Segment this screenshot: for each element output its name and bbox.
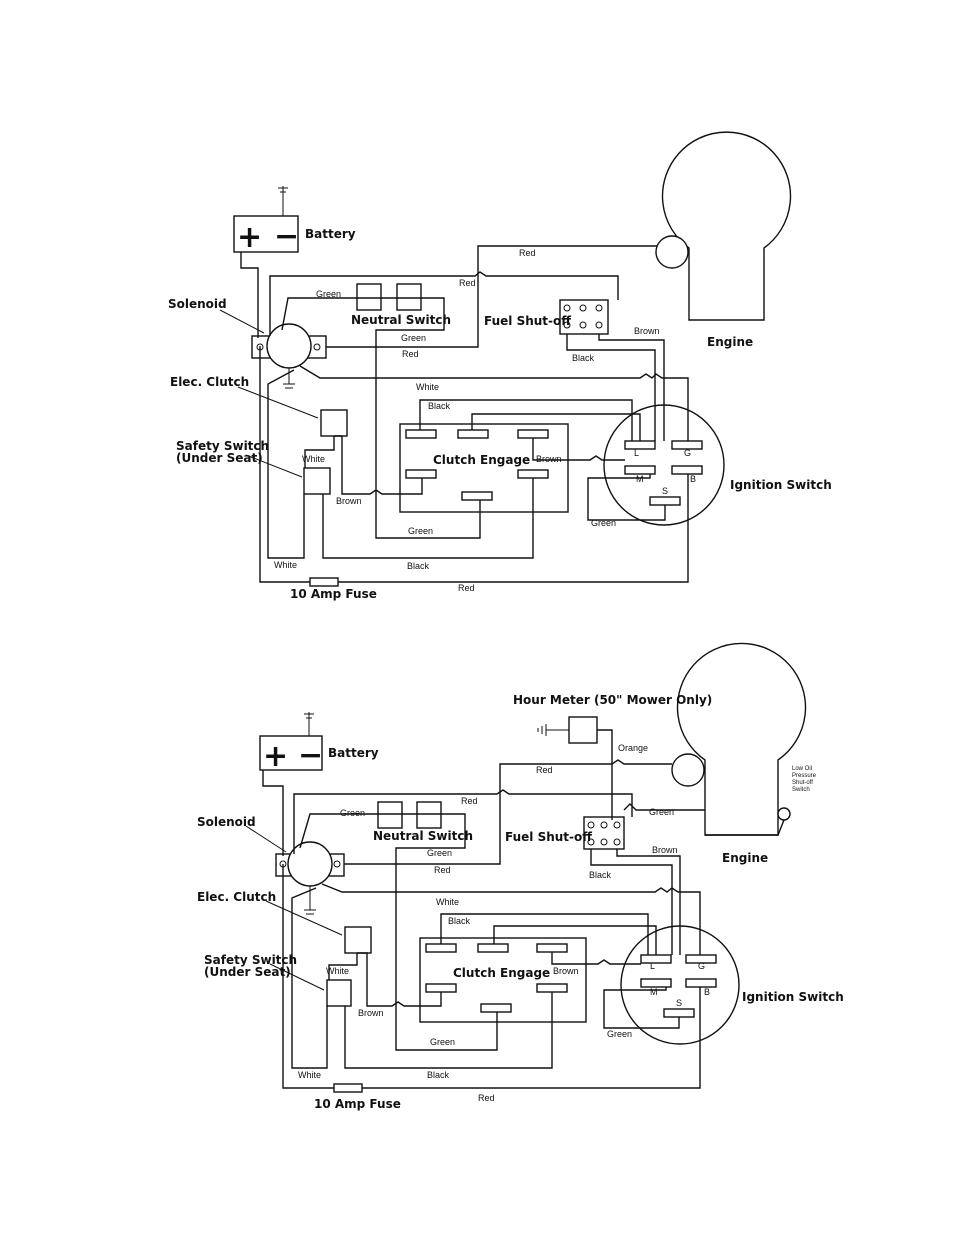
- svg-text:White: White: [274, 560, 297, 570]
- svg-text:Red: Red: [478, 1093, 495, 1103]
- svg-text:B: B: [704, 987, 710, 997]
- engine-terminal: [671, 753, 705, 787]
- safety-switch-sub-label: (Under Seat): [204, 965, 291, 979]
- svg-text:Red: Red: [536, 765, 553, 775]
- neutral-switch-left: [356, 283, 382, 311]
- clutch-engage-label: Clutch Engage: [433, 453, 530, 467]
- svg-text:Pressure: Pressure: [792, 773, 817, 779]
- svg-text:Black: Black: [427, 1070, 450, 1080]
- neutral-switch-label: Neutral Switch: [351, 313, 451, 327]
- svg-text:Red: Red: [519, 248, 536, 258]
- fuse-label: 10 Amp Fuse: [290, 587, 377, 601]
- svg-text:Brown: Brown: [553, 966, 579, 976]
- svg-text:White: White: [302, 454, 325, 464]
- svg-text:Green: Green: [340, 808, 365, 818]
- svg-text:Brown: Brown: [358, 1008, 384, 1018]
- battery: [259, 735, 323, 771]
- svg-text:Red: Red: [458, 583, 475, 593]
- svg-text:+: +: [263, 739, 288, 774]
- svg-text:Red: Red: [434, 865, 451, 875]
- safety-switch: [303, 467, 331, 495]
- svg-text:−: −: [274, 219, 299, 254]
- svg-text:Black: Black: [448, 916, 471, 926]
- svg-text:Low Oil: Low Oil: [792, 766, 812, 772]
- svg-text:+: +: [237, 220, 262, 255]
- svg-text:White: White: [298, 1070, 321, 1080]
- svg-text:Green: Green: [607, 1029, 632, 1039]
- elec-clutch: [344, 926, 372, 954]
- elec-clutch-label: Elec. Clutch: [197, 890, 276, 904]
- svg-text:Black: Black: [589, 870, 612, 880]
- svg-text:L: L: [634, 448, 639, 458]
- clutch-engage-label: Clutch Engage: [453, 966, 550, 980]
- svg-text:L: L: [650, 961, 655, 971]
- svg-text:G: G: [698, 961, 705, 971]
- engine-outline: [676, 642, 807, 836]
- svg-text:Orange: Orange: [618, 743, 648, 753]
- hour-meter-label: Hour Meter (50" Mower Only): [513, 693, 712, 707]
- svg-text:Green: Green: [591, 518, 616, 528]
- elec-clutch: [320, 409, 348, 437]
- svg-text:White: White: [436, 897, 459, 907]
- svg-text:S: S: [676, 998, 682, 1008]
- neutral-switch-left: [377, 801, 403, 829]
- svg-text:White: White: [326, 966, 349, 976]
- svg-text:Green: Green: [408, 526, 433, 536]
- svg-text:Black: Black: [407, 561, 430, 571]
- svg-text:Green: Green: [316, 289, 341, 299]
- svg-text:Shut-off: Shut-off: [792, 780, 813, 786]
- svg-text:Brown: Brown: [336, 496, 362, 506]
- neutral-switch-label: Neutral Switch: [373, 829, 473, 843]
- svg-text:Brown: Brown: [652, 845, 678, 855]
- svg-text:Black: Black: [428, 401, 451, 411]
- svg-text:Green: Green: [649, 807, 674, 817]
- hour-meter: [568, 716, 598, 744]
- fuel-shutoff-label: Fuel Shut-off: [484, 314, 571, 328]
- neutral-switch-right: [396, 283, 422, 311]
- svg-text:Switch: Switch: [792, 787, 810, 793]
- svg-text:S: S: [662, 486, 668, 496]
- safety-switch-label: Safety Switch: [176, 439, 269, 453]
- solenoid-label: Solenoid: [168, 297, 227, 311]
- safety-switch: [326, 979, 352, 1007]
- svg-text:M: M: [650, 987, 658, 997]
- engine-outline: [661, 131, 792, 321]
- neutral-switch-right: [416, 801, 442, 829]
- svg-text:Red: Red: [402, 349, 419, 359]
- solenoid-label: Solenoid: [197, 815, 256, 829]
- safety-switch-label: Safety Switch: [204, 953, 297, 967]
- svg-text:G: G: [684, 448, 691, 458]
- svg-text:White: White: [416, 382, 439, 392]
- ignition-switch-label: Ignition Switch: [742, 990, 844, 1004]
- wiring-diagram-top: + −: [168, 131, 832, 601]
- svg-text:B: B: [690, 474, 696, 484]
- engine-terminal: [655, 235, 689, 269]
- fuse-label: 10 Amp Fuse: [314, 1097, 401, 1111]
- low-oil-switch: [777, 807, 791, 821]
- svg-text:Brown: Brown: [634, 326, 660, 336]
- battery-label: Battery: [305, 227, 356, 241]
- safety-switch-sub-label: (Under Seat): [176, 451, 263, 465]
- elec-clutch-label: Elec. Clutch: [170, 375, 249, 389]
- battery: [233, 215, 299, 253]
- ignition-switch-label: Ignition Switch: [730, 478, 832, 492]
- svg-text:M: M: [636, 474, 644, 484]
- svg-text:−: −: [298, 738, 323, 773]
- svg-text:Red: Red: [459, 278, 476, 288]
- battery-label: Battery: [328, 746, 379, 760]
- svg-text:Green: Green: [401, 333, 426, 343]
- engine-label: Engine: [722, 851, 768, 865]
- svg-text:Green: Green: [430, 1037, 455, 1047]
- fuel-shutoff-label: Fuel Shut-off: [505, 830, 592, 844]
- svg-text:Green: Green: [427, 848, 452, 858]
- svg-text:Black: Black: [572, 353, 595, 363]
- engine-label: Engine: [707, 335, 753, 349]
- svg-text:Red: Red: [461, 796, 478, 806]
- wiring-diagram-bottom: + −: [197, 642, 844, 1111]
- svg-text:Brown: Brown: [536, 454, 562, 464]
